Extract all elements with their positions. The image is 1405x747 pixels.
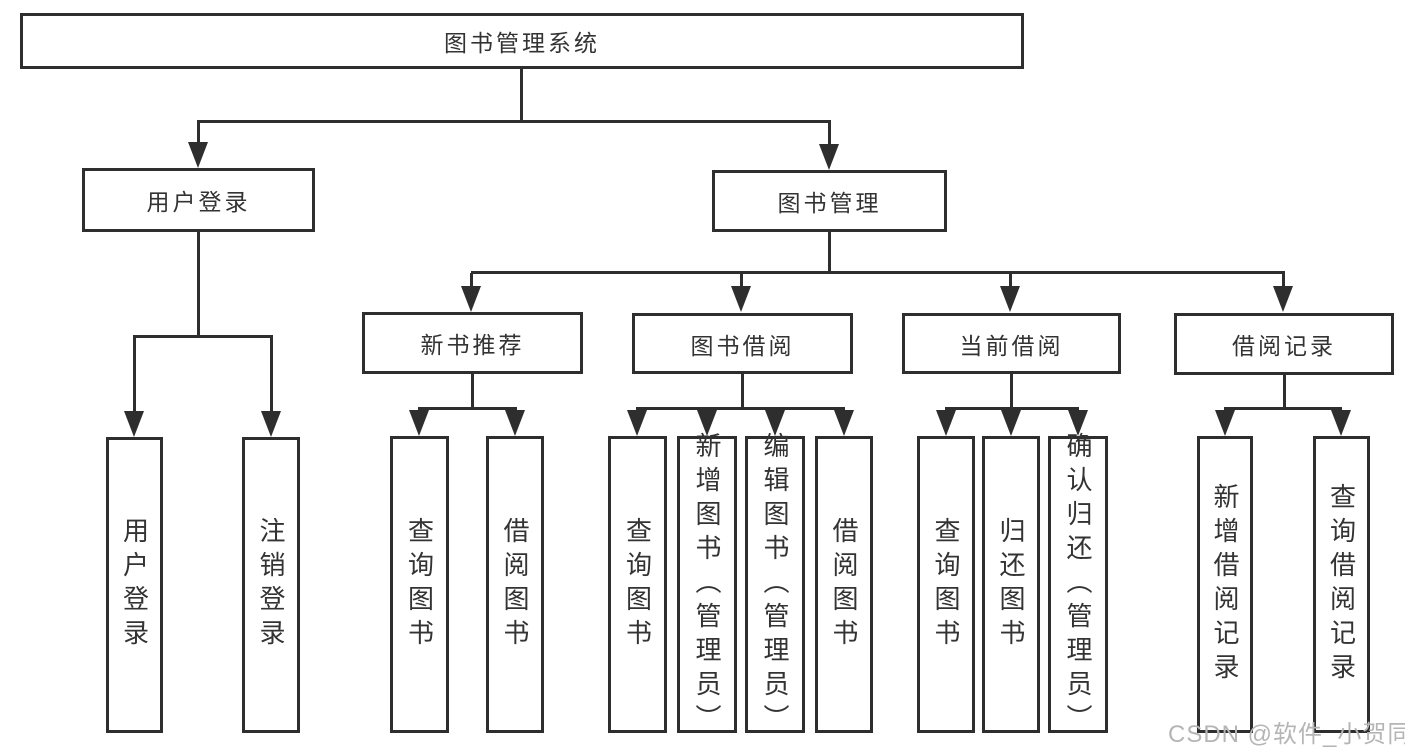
connector-book-borrowing-stem	[741, 374, 744, 407]
arrow-down-icon	[936, 410, 956, 436]
leaf-return-books: 归还图书	[982, 436, 1040, 733]
connector-stub	[270, 337, 273, 411]
node-label: 借阅记录	[1232, 333, 1336, 359]
node-library-management-system: 图书管理系统	[20, 13, 1024, 69]
node-borrowing-records: 借阅记录	[1174, 313, 1394, 375]
arrow-down-icon	[124, 411, 144, 437]
leaf-query-books-recommend: 查询图书	[390, 436, 449, 733]
arrow-down-icon	[261, 411, 281, 437]
connector-level3-split	[471, 271, 1285, 274]
node-label: 借阅图书	[829, 516, 859, 653]
node-label: 用户登录	[146, 189, 251, 215]
leaf-add-book-admin: 新增图书（管理员）	[677, 432, 737, 738]
arrow-down-icon	[765, 410, 785, 436]
arrow-down-icon	[834, 410, 854, 436]
arrow-down-icon	[1331, 410, 1351, 436]
arrow-down-icon	[188, 142, 208, 168]
arrow-down-icon	[409, 410, 429, 436]
connector-root-stem	[520, 69, 523, 120]
leaf-confirm-return-admin: 确认归还（管理员）	[1048, 432, 1108, 738]
connector-stub	[828, 122, 831, 146]
leaf-logout: 注销登录	[242, 437, 300, 733]
csdn-watermark: CSDN @软件_小贺同学	[1168, 721, 1405, 747]
connector-borrowing-records-stem	[1283, 374, 1286, 407]
node-label: 新增借阅记录	[1210, 482, 1240, 687]
leaf-user-login: 用户登录	[106, 437, 163, 733]
arrow-down-icon	[461, 286, 481, 312]
node-label: 查询图书	[931, 516, 961, 653]
node-label: 新增图书（管理员）	[692, 431, 722, 738]
leaf-add-borrow-record: 新增借阅记录	[1197, 436, 1253, 733]
leaf-borrow-books-recommend: 借阅图书	[486, 436, 544, 733]
connector-stub	[133, 337, 136, 411]
leaf-query-books-borrow: 查询图书	[608, 436, 667, 733]
connector-user-login-stem	[197, 232, 200, 335]
connector-borrowing-records-split	[1224, 407, 1342, 410]
arrow-down-icon	[1000, 286, 1020, 312]
arrow-down-icon	[505, 410, 525, 436]
connector-new-book-split	[418, 407, 517, 410]
node-label: 新书推荐	[420, 332, 525, 358]
arrow-down-icon	[1273, 286, 1293, 312]
node-user-login: 用户登录	[82, 168, 315, 232]
node-label: 图书管理	[777, 190, 882, 216]
arrow-down-icon	[731, 286, 751, 312]
arrow-down-icon	[1001, 410, 1021, 436]
arrow-down-icon	[1215, 410, 1235, 436]
connector-new-book-stem	[471, 374, 474, 407]
node-book-management: 图书管理	[712, 170, 947, 232]
node-label: 查询图书	[622, 516, 653, 653]
leaf-query-books-current: 查询图书	[917, 436, 975, 733]
node-label: 编辑图书（管理员）	[760, 431, 790, 738]
node-label: 图书管理系统	[444, 30, 600, 56]
connector-book-borrowing-split	[636, 407, 845, 410]
arrow-down-icon	[627, 410, 647, 436]
node-label: 注销登录	[256, 517, 286, 653]
connector-current-borrowing-stem	[1010, 374, 1013, 407]
connector-book-management-stem	[828, 232, 831, 271]
arrow-down-icon	[697, 410, 717, 436]
connector-stub	[1282, 273, 1285, 288]
leaf-query-borrow-record: 查询借阅记录	[1313, 436, 1370, 733]
connector-user-login-split	[133, 335, 273, 338]
arrow-down-icon	[1068, 410, 1088, 436]
node-label: 归还图书	[996, 516, 1026, 653]
node-label: 用户登录	[119, 517, 150, 653]
connector-stub	[1009, 273, 1012, 288]
node-label: 确认归还（管理员）	[1063, 431, 1093, 738]
node-label: 当前借阅	[959, 332, 1064, 359]
connector-stub	[197, 122, 200, 144]
node-book-borrowing: 图书借阅	[632, 313, 853, 374]
connector-stub	[740, 273, 743, 288]
node-new-book-recommendation: 新书推荐	[362, 312, 583, 374]
connector-current-borrowing-split	[945, 407, 1079, 410]
connector-level2-split	[197, 120, 831, 123]
node-label: 借阅图书	[500, 516, 530, 653]
leaf-edit-book-admin: 编辑图书（管理员）	[745, 432, 805, 738]
connector-stub	[470, 273, 473, 288]
node-current-borrowing: 当前借阅	[902, 313, 1121, 374]
node-label: 查询借阅记录	[1326, 482, 1357, 687]
node-label: 图书借阅	[690, 332, 795, 359]
node-label: 查询图书	[404, 516, 435, 653]
leaf-borrow-books: 借阅图书	[815, 436, 873, 733]
arrow-down-icon	[819, 144, 839, 170]
